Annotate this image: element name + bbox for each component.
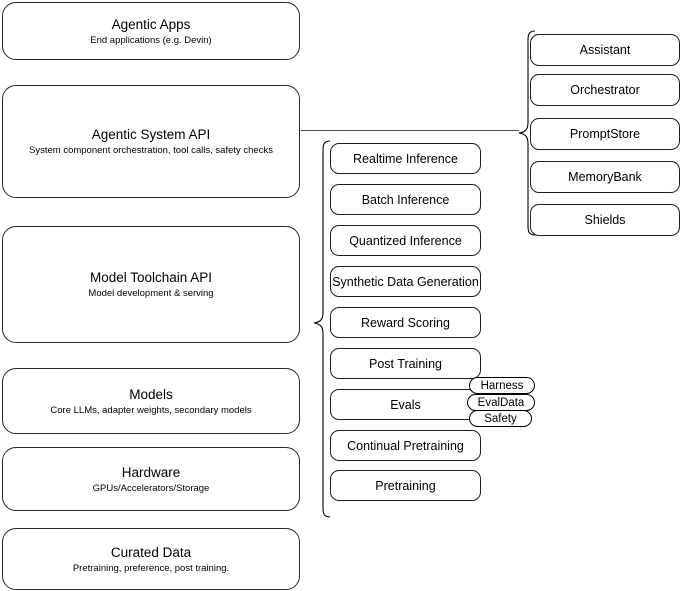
toolchain-item-post-training[interactable]: Post Training bbox=[330, 348, 481, 379]
layer-subtitle: Model development & serving bbox=[88, 288, 214, 299]
item-label: Quantized Inference bbox=[349, 233, 462, 248]
agentic-system-item-shields[interactable]: Shields bbox=[530, 204, 680, 236]
capsule-label: Harness bbox=[480, 379, 524, 392]
item-label: Batch Inference bbox=[361, 192, 450, 207]
toolchain-item-evals[interactable]: Evals bbox=[330, 389, 481, 420]
layer-hardware[interactable]: Hardware GPUs/Accelerators/Storage bbox=[2, 447, 300, 511]
item-label: Shields bbox=[584, 213, 626, 227]
toolchain-item-synthetic-data-generation[interactable]: Synthetic Data Generation bbox=[330, 266, 481, 297]
layer-model-toolchain-api[interactable]: Model Toolchain API Model development & … bbox=[2, 226, 300, 343]
agentic-system-item-assistant[interactable]: Assistant bbox=[530, 34, 680, 66]
item-label: Post Training bbox=[369, 356, 442, 371]
layer-agentic-apps[interactable]: Agentic Apps End applications (e.g. Devi… bbox=[2, 2, 300, 60]
toolchain-item-continual-pretraining[interactable]: Continual Pretraining bbox=[330, 430, 481, 461]
evals-capsule-safety[interactable]: Safety bbox=[469, 410, 532, 427]
item-label: MemoryBank bbox=[568, 170, 642, 184]
capsule-label: EvalData bbox=[477, 396, 525, 409]
toolchain-item-reward-scoring[interactable]: Reward Scoring bbox=[330, 307, 481, 338]
toolchain-item-quantized-inference[interactable]: Quantized Inference bbox=[330, 225, 481, 256]
layer-curated-data[interactable]: Curated Data Pretraining, preference, po… bbox=[2, 528, 300, 590]
layer-subtitle: End applications (e.g. Devin) bbox=[90, 34, 212, 46]
item-label: Realtime Inference bbox=[353, 151, 458, 166]
layer-title: Models bbox=[129, 386, 173, 402]
layer-subtitle: Pretraining, preference, post training. bbox=[72, 562, 230, 574]
item-label: Synthetic Data Generation bbox=[332, 274, 479, 289]
evals-capsule-harness[interactable]: Harness bbox=[469, 377, 535, 394]
agentic-system-item-orchestrator[interactable]: Orchestrator bbox=[530, 74, 680, 106]
toolchain-item-pretraining[interactable]: Pretraining bbox=[330, 470, 481, 501]
item-label: Pretraining bbox=[375, 478, 436, 493]
layer-agentic-system-api[interactable]: Agentic System API System component orch… bbox=[2, 85, 300, 198]
toolchain-item-batch-inference[interactable]: Batch Inference bbox=[330, 184, 481, 215]
item-label: Continual Pretraining bbox=[347, 438, 464, 453]
item-label: Reward Scoring bbox=[361, 315, 450, 330]
agentic-system-item-memorybank[interactable]: MemoryBank bbox=[530, 161, 680, 193]
item-label: Orchestrator bbox=[570, 83, 640, 97]
layer-subtitle: System component orchestration, tool cal… bbox=[29, 145, 273, 156]
toolchain-item-realtime-inference[interactable]: Realtime Inference bbox=[330, 143, 481, 174]
layer-title: Agentic Apps bbox=[111, 16, 191, 32]
agentic-system-item-promptstore[interactable]: PromptStore bbox=[530, 118, 680, 150]
evals-capsule-evaldata[interactable]: EvalData bbox=[467, 394, 535, 411]
layer-title: Model Toolchain API bbox=[89, 270, 213, 285]
item-label: PromptStore bbox=[569, 127, 641, 141]
layer-title: Agentic System API bbox=[91, 127, 211, 142]
layer-models[interactable]: Models Core LLMs, adapter weights, secon… bbox=[2, 368, 300, 434]
connector-agentic-system-to-components bbox=[301, 130, 519, 131]
item-label: Assistant bbox=[579, 43, 631, 57]
layer-title: Hardware bbox=[121, 464, 181, 480]
brace-toolchain bbox=[313, 140, 331, 518]
layer-subtitle: GPUs/Accelerators/Storage bbox=[92, 482, 210, 494]
layer-title: Curated Data bbox=[110, 544, 192, 560]
item-label: Evals bbox=[390, 397, 421, 412]
layer-subtitle: Core LLMs, adapter weights, secondary mo… bbox=[50, 404, 252, 416]
brace-agentic-system-components bbox=[518, 30, 536, 236]
capsule-label: Safety bbox=[484, 412, 517, 425]
